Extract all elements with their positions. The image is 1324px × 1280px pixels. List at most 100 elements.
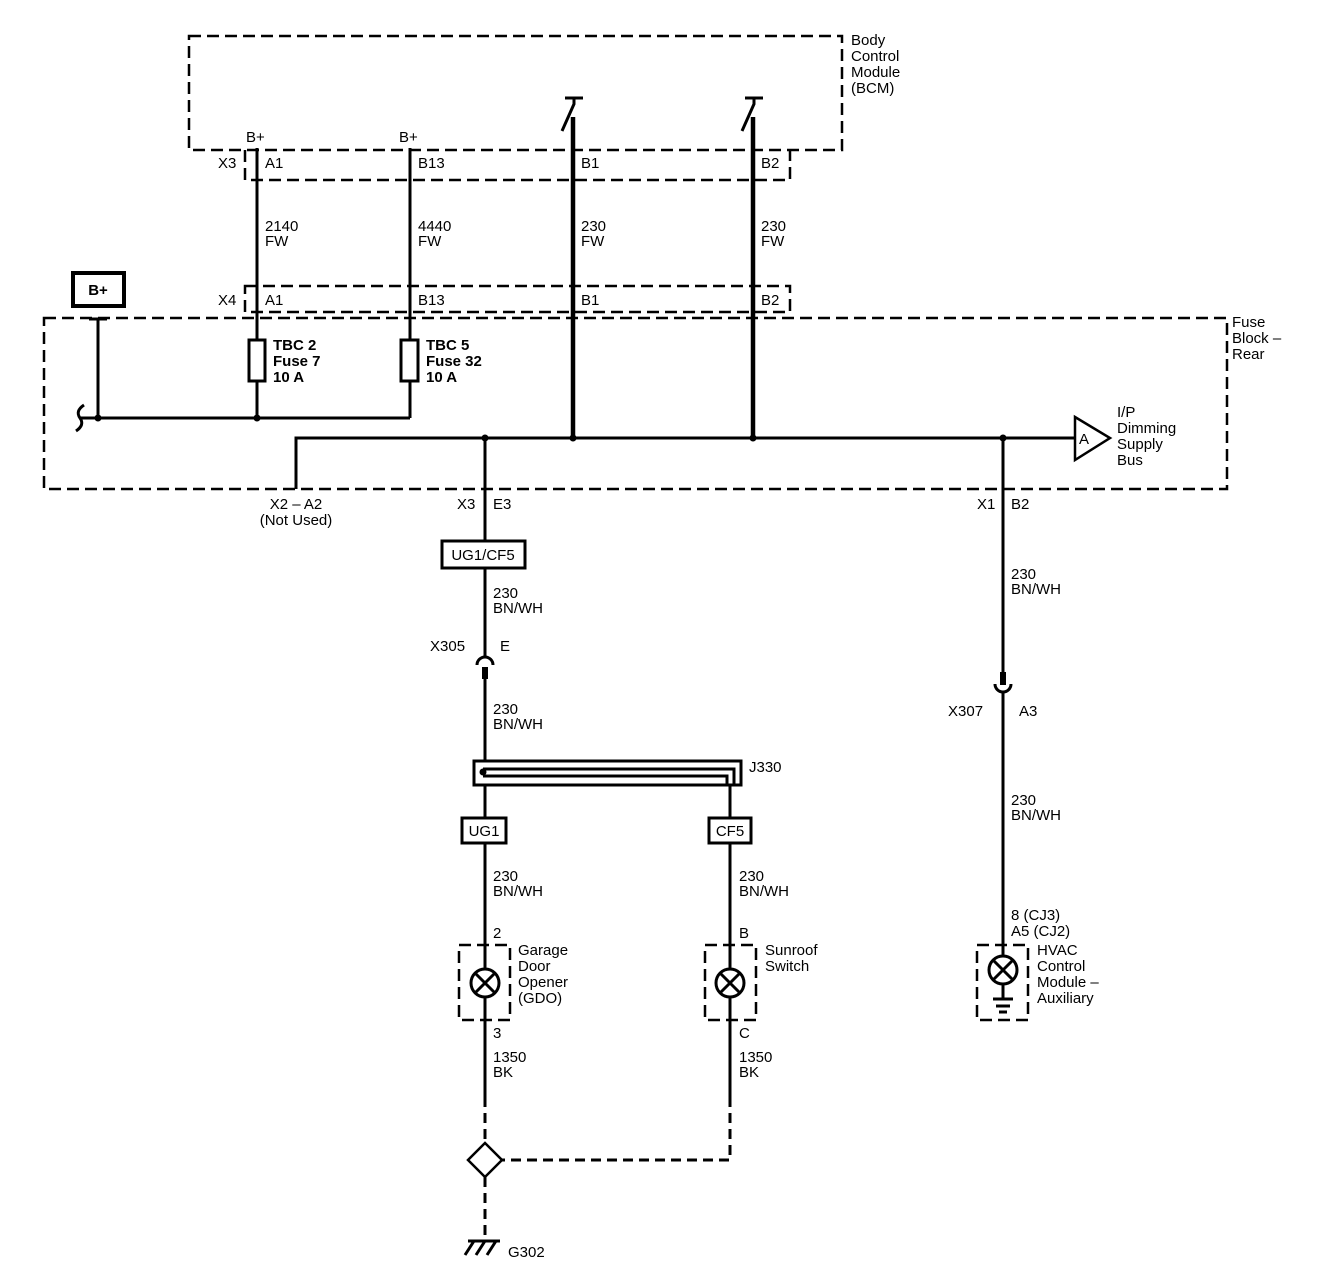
wire-color-label: BN/WH [493, 716, 543, 733]
splice-dot [749, 434, 757, 442]
fuse-label-line: Fuse 32 [426, 353, 482, 370]
hvac-outline [975, 943, 1030, 1022]
tag-label: UG1 [469, 823, 500, 840]
connector-x307-label: X307 [948, 703, 983, 720]
fuse-block-title-line: Block – [1232, 330, 1282, 347]
wire-circuit-label: 230 [493, 701, 518, 718]
gdo-title-line: Opener [518, 974, 568, 991]
fuse-block-outline [42, 316, 1229, 491]
bcm-outline [187, 34, 844, 152]
wire-color-label: BN/WH [1011, 807, 1061, 824]
fuse-label-line: 10 A [426, 369, 457, 386]
hvac-title-line: HVAC [1037, 942, 1078, 959]
fuse-label-line: TBC 5 [426, 337, 469, 354]
right-branch: X1 B2 230 BN/WH X307 A3 230 BN/WH 8 (CJ3… [948, 438, 1070, 956]
connector-x305-icon [475, 655, 495, 679]
bcm-title-line: (BCM) [851, 80, 894, 97]
lamp-icon [714, 967, 746, 999]
fuse-icon [247, 338, 267, 383]
pin-label: A5 (CJ2) [1011, 923, 1070, 940]
splice-pack-box [440, 539, 527, 570]
wire-color-label: FW [761, 233, 785, 250]
pin-label: 3 [493, 1025, 501, 1042]
connector-x305-label: X305 [430, 638, 465, 655]
not-used-label: (Not Used) [260, 512, 333, 529]
hvac-control-module-auxiliary: HVAC Control Module – Auxiliary [975, 942, 1099, 1022]
wire-circuit-label: 2140 [265, 218, 298, 235]
wire-dashed [502, 1097, 732, 1162]
pin-label: B [739, 925, 749, 942]
bus-symbol: A [1079, 431, 1089, 448]
pin-label: E [500, 638, 510, 655]
battery-box [71, 271, 126, 308]
hvac-title-line: Module – [1037, 974, 1099, 991]
connector-x4: X4 A1 B13 B1 B2 [218, 284, 792, 314]
bcm-title-line: Control [851, 48, 899, 65]
wire-circuit-label: 1350 [493, 1049, 526, 1066]
splice-dot [569, 434, 577, 442]
bus-label-line: I/P [1117, 404, 1135, 421]
sunroof-title-line: Sunroof [765, 942, 818, 959]
lamp-icon [987, 954, 1019, 986]
wire-color-label: BN/WH [493, 600, 543, 617]
battery-label: B+ [88, 282, 108, 299]
connector-label: X1 [977, 496, 995, 513]
sunroof-switch: CF5 230 BN/WH B Sunroof Switch C 1350 BK [502, 816, 818, 1162]
fuse-block-title-line: Fuse [1232, 314, 1265, 331]
connector-x3-label: X3 [218, 155, 236, 172]
wire-circuit-label: 230 [493, 585, 518, 602]
wire-circuit-label: 230 [1011, 566, 1036, 583]
wire-color-label: BK [739, 1064, 759, 1081]
switch-icon-b2 [740, 96, 763, 132]
connector-label: X3 [457, 496, 475, 513]
splice-j330: J330 [472, 759, 782, 787]
wire-color-label: BK [493, 1064, 513, 1081]
connector-x307-icon [993, 672, 1013, 694]
bus-label-line: Dimming [1117, 420, 1176, 437]
bus-arrow-icon [1073, 414, 1113, 463]
diamond-splice-icon [466, 1141, 504, 1179]
pin-label: B1 [581, 292, 599, 309]
bcm-power-label-a1: B+ [246, 129, 265, 146]
connector-x4-label: X4 [218, 292, 236, 309]
gdo-title-line: (GDO) [518, 990, 562, 1007]
wire-circuit-label: 230 [1011, 792, 1036, 809]
wire-circuit-label: 230 [739, 868, 764, 885]
sunroof-title-line: Switch [765, 958, 809, 975]
pin-label: B13 [418, 155, 445, 172]
left-branch: X3 E3 UG1/CF5 230 BN/WH X305 E 230 BN/WH… [430, 438, 782, 818]
splice-pack-label: UG1/CF5 [451, 547, 514, 564]
wire-color-label: FW [265, 233, 289, 250]
wire-circuit-label: 230 [581, 218, 606, 235]
wire-circuit-label: 230 [761, 218, 786, 235]
garage-door-opener: UG1 230 BN/WH 2 Garage Door Opener (GDO)… [457, 816, 568, 1143]
upper-wires: 2140 FW 4440 FW 230 FW 230 FW [255, 117, 786, 438]
pin-label: A1 [265, 155, 283, 172]
lamp-icon [469, 967, 501, 999]
wire-circuit-label: 4440 [418, 218, 451, 235]
wire-color-label: FW [418, 233, 442, 250]
fuse-label-line: TBC 2 [273, 337, 316, 354]
connector-x4-outline [243, 284, 792, 314]
wire-color-label: BN/WH [1011, 581, 1061, 598]
fuse-label-line: Fuse 7 [273, 353, 321, 370]
splice-dot [253, 414, 261, 422]
wire-circuit-label: 1350 [739, 1049, 772, 1066]
ground-g302: G302 [463, 1141, 545, 1261]
connector-x3-outline [243, 150, 792, 182]
dimming-bus-wire [294, 436, 1075, 489]
splice-dot [94, 414, 102, 422]
bus-label-line: Bus [1117, 452, 1143, 469]
wire-color-label: BN/WH [739, 883, 789, 900]
bcm-title-line: Module [851, 64, 900, 81]
pin-label: A1 [265, 292, 283, 309]
ground-icon [463, 1239, 500, 1256]
wire-color-label: BN/WH [493, 883, 543, 900]
switch-icon-b1 [560, 96, 583, 132]
splice-j330-label: J330 [749, 759, 782, 776]
pin-label: B1 [581, 155, 599, 172]
fuse-label-line: 10 A [273, 369, 304, 386]
ground-label: G302 [508, 1244, 545, 1261]
body-control-module: Body Control Module (BCM) B+ B+ [187, 32, 900, 152]
